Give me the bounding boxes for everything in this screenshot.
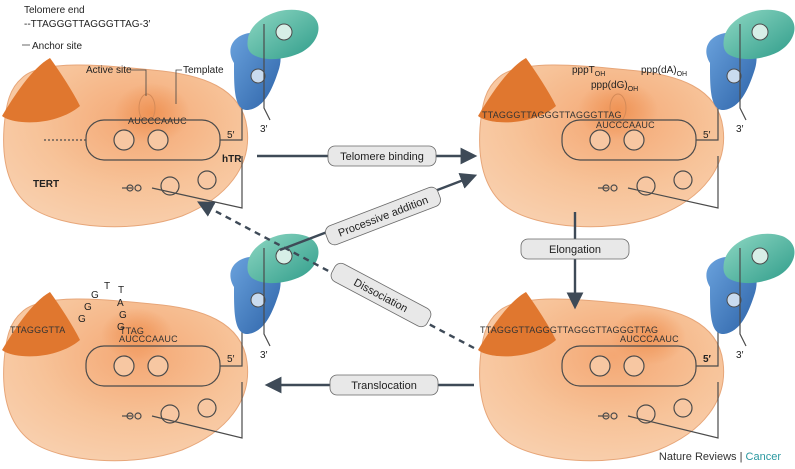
loop-nucleotide: A [117,298,124,309]
accessory-domain [706,9,795,121]
svg-text:Processive addition: Processive addition [337,194,430,239]
journal-name: Nature Reviews [658,451,737,463]
five-prime-label: 5′ [703,354,712,365]
journal-credit: Nature Reviews | Cancer [659,451,781,463]
template-leader [175,69,182,104]
panel-initial-state: AUCCCAAUC 5′ hTR TERT 3′ [2,9,319,228]
loop-nucleotide: G [119,310,127,321]
loop-nucleotide: G [91,290,99,301]
accessory-domain [230,233,319,347]
telomere-dna-sequence: TTAGGGTTAGGGTTAGGGTTAG [482,110,622,120]
anchor-site [2,292,80,357]
panel-elongated: TTAGGGTTAGGGTTAGGGTTAGGGTTAG AUCCCAAUC 5… [478,233,795,462]
three-prime-label: 3′ [260,124,268,135]
svg-text:Elongation: Elongation [549,244,601,256]
htr-label: hTR [222,154,242,165]
accessory-domain [230,9,319,121]
paired-dna-sequence: TTAG [120,326,144,336]
five-prime-label: 5′ [703,130,711,141]
nucleotide-datp: ppp(dA)OH [641,65,687,78]
step-telomere-binding: Telomere binding [327,145,437,167]
panel-translocated: TTAGGGTTA TTAG AUCCCAAUC 5′ 3′ [2,233,319,462]
anchor-site-label: Anchor site [32,41,82,52]
tert-label: TERT [33,179,59,190]
loop-nucleotide: T [104,281,110,292]
step-processive-addition: Processive addition [325,186,441,246]
step-translocation: Translocation [329,374,439,396]
loop-nucleotide: G [84,302,92,313]
active-site-label: Active site [86,65,132,76]
loop-nucleotide: T [118,285,124,296]
nucleotide-dttp: pppTOH [572,65,605,78]
template-rna-sequence: AUCCCAAUC [620,334,679,344]
telomere-dna-sequence: TTAGGGTTA [10,325,65,335]
credit-separator: | [739,451,743,463]
telomere-dna-sequence: TTAGGGTTAGGGTTAGGGTTAGGGTTAG [480,325,658,335]
journal-section: Cancer [745,451,781,463]
loop-nucleotide: G [78,314,86,325]
nucleotides: pppTOH ppp(dA)OH ppp(dG)OH [572,65,687,93]
anchor-site [2,58,80,123]
telomere-end-sequence: --TTAGGGTTAGGGTTAG-3′ [24,19,150,30]
anchor-site [478,58,556,123]
template-rna-sequence: AUCCCAAUC [596,120,655,130]
three-prime-label: 3′ [736,124,744,135]
panel-telomere-bound: TTAGGGTTAGGGTTAGGGTTAG AUCCCAAUC 5′ 3′ [478,9,795,228]
active-site-leader [130,69,147,96]
three-prime-label: 3′ [736,350,744,361]
telomere-end-title: Telomere end [24,5,85,16]
active-site-pocket [138,93,156,123]
svg-text:Telomere binding: Telomere binding [340,151,424,163]
three-prime-label: 3′ [260,350,268,361]
template-rna-sequence: AUCCCAAUC [128,116,187,126]
nucleotide-dgtp: ppp(dG)OH [591,80,638,93]
step-elongation: Elongation [520,238,630,260]
template-label: Template [183,65,224,76]
svg-text:Translocation: Translocation [351,380,417,392]
anchor-site [478,292,556,357]
five-prime-label: 5′ [227,354,235,365]
template-rna-sequence: AUCCCAAUC [119,334,178,344]
accessory-domain [706,233,795,347]
loop-nucleotide: G [117,322,125,333]
step-dissociation: Dissociation [330,262,432,328]
five-prime-label: 5′ [227,130,235,141]
